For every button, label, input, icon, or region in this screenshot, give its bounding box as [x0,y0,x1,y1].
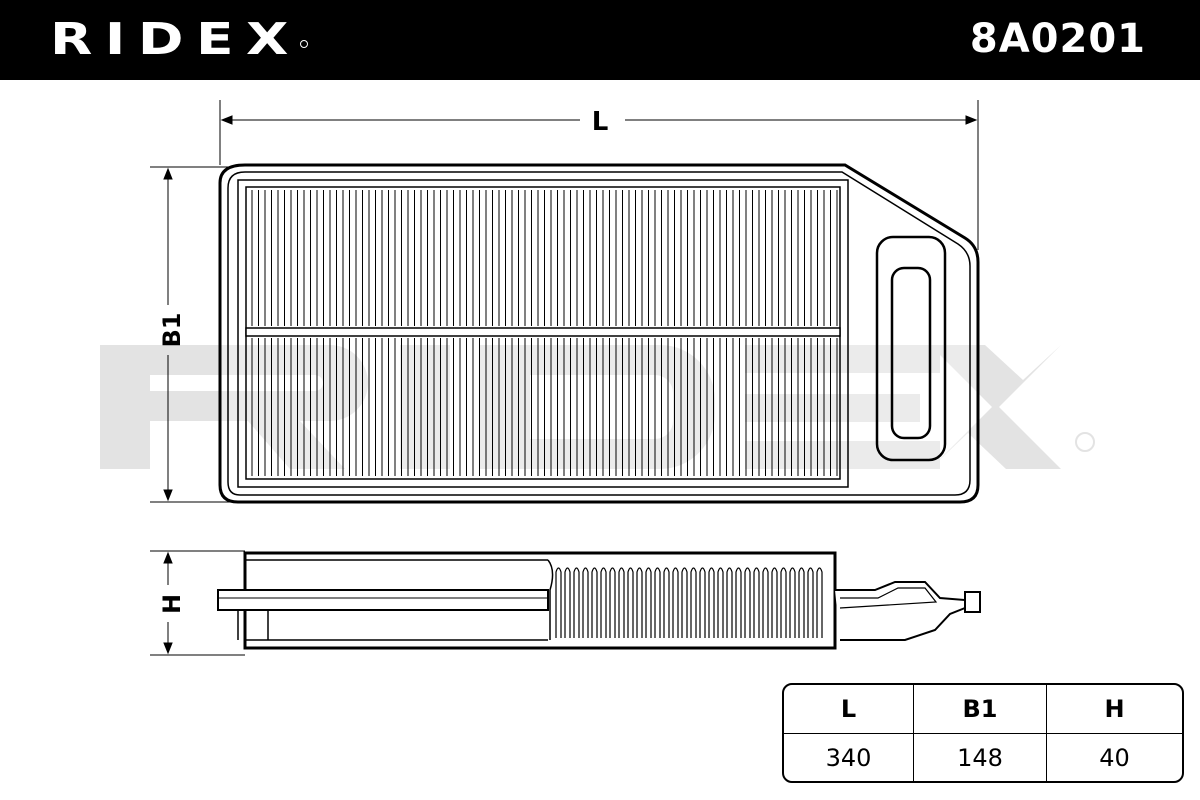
filter-top-view [218,163,980,504]
pleat-folds [555,567,823,638]
dimension-lines [150,100,979,656]
dimension-label-b1: B1 [158,313,186,348]
header-bar: RIDEX 8A0201 [0,0,1200,80]
part-number: 8A0201 [969,16,1146,62]
filter-side-view [217,551,981,650]
ridex-logo: RIDEX [50,14,301,65]
dimensions-table: L B1 H 340 148 40 [782,683,1184,783]
dimension-label-h: H [158,594,186,614]
table-value-b1: 148 [914,734,1047,781]
dimension-label-l: L [592,107,609,137]
pleats-side [555,567,823,638]
pleats-top [251,190,838,476]
table-header-h: H [1047,685,1182,734]
registered-mark-icon [300,40,308,48]
table-value-h: 40 [1099,743,1130,772]
table-header-l: L [784,685,914,734]
table-header-b1: B1 [914,685,1047,734]
table-value-l: 340 [784,734,914,781]
